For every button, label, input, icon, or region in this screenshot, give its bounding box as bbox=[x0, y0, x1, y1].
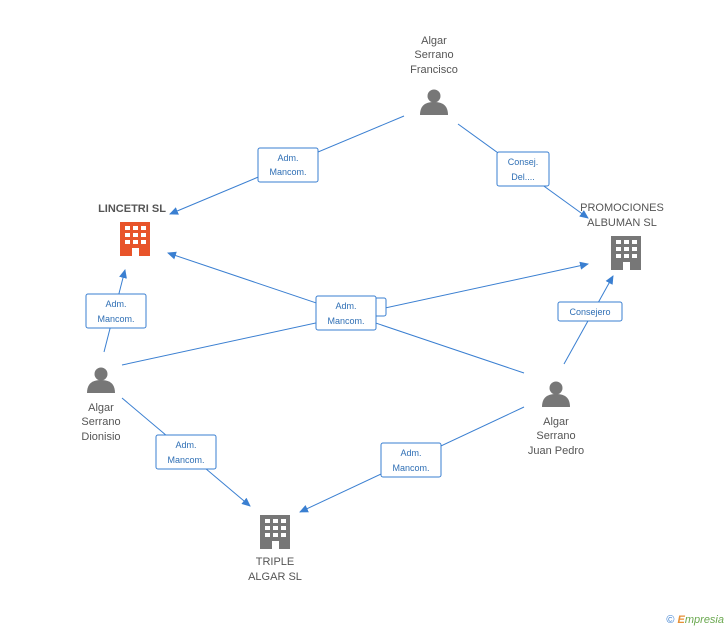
node-label-line: ALGAR SL bbox=[248, 571, 302, 583]
node-label-line: Serrano bbox=[414, 49, 453, 61]
building-icon bbox=[611, 236, 641, 270]
edge-label-francisco-promociones[interactable]: Consej. Del.... bbox=[496, 151, 550, 187]
edge-label-juanpedro-promociones[interactable]: Consejero bbox=[557, 301, 623, 322]
node-lincetri[interactable]: LINCETRI SL bbox=[98, 203, 166, 256]
edge-label-line: Adm. bbox=[335, 301, 356, 311]
building-icon bbox=[260, 515, 290, 549]
edge-label-line: Adm. bbox=[105, 299, 126, 309]
edge-label-dionisio-lincetri[interactable]: Adm. Mancom. bbox=[85, 293, 147, 329]
node-label-line: TRIPLE bbox=[256, 556, 295, 568]
node-dionisio[interactable]: Algar Serrano Dionisio bbox=[81, 367, 121, 444]
node-label-line: Algar bbox=[543, 416, 569, 428]
node-label-line: PROMOCIONES bbox=[580, 202, 664, 214]
person-icon bbox=[87, 367, 115, 393]
node-label-line: Serrano bbox=[536, 430, 575, 442]
edge-label-line: Adm. bbox=[175, 440, 196, 450]
edge-label-line: Mancom. bbox=[167, 455, 204, 465]
edge-label-line: Consejero bbox=[569, 307, 610, 317]
node-label-line: Francisco bbox=[410, 64, 458, 76]
node-label-line: Juan Pedro bbox=[528, 445, 584, 457]
edge-label-line: Adm. bbox=[400, 448, 421, 458]
node-triple[interactable]: TRIPLE ALGAR SL bbox=[248, 515, 302, 583]
edge-label-line: Del.... bbox=[511, 172, 535, 182]
brand-name: mpresia bbox=[684, 614, 724, 626]
node-francisco[interactable]: Algar Serrano Francisco bbox=[410, 35, 458, 115]
brand-initial: E bbox=[677, 614, 685, 626]
edge-label-line: Adm. bbox=[277, 153, 298, 163]
node-label-line: Algar bbox=[88, 402, 114, 414]
person-icon bbox=[420, 89, 448, 115]
node-label-line: Serrano bbox=[81, 416, 120, 428]
edge-label-line: Mancom. bbox=[269, 167, 306, 177]
node-label-line: LINCETRI SL bbox=[98, 203, 166, 215]
node-label-line: Dionisio bbox=[81, 431, 120, 443]
node-promociones[interactable]: PROMOCIONES ALBUMAN SL bbox=[580, 202, 664, 270]
node-juanpedro[interactable]: Algar Serrano Juan Pedro bbox=[528, 381, 584, 458]
edge-label-line: Mancom. bbox=[392, 463, 429, 473]
building-icon bbox=[120, 222, 150, 256]
copyright-symbol: © bbox=[666, 614, 675, 626]
edge-label-center-shared[interactable]: Adm. Mancom. bbox=[315, 295, 387, 331]
edge-label-francisco-lincetri[interactable]: Adm. Mancom. bbox=[257, 147, 319, 183]
edge-label-line: Consej. bbox=[508, 157, 539, 167]
person-icon bbox=[542, 381, 570, 407]
edge-label-dionisio-triple[interactable]: Adm. Mancom. bbox=[155, 434, 217, 470]
edge-label-juanpedro-triple[interactable]: Adm. Mancom. bbox=[380, 442, 442, 478]
edge-label-line: Mancom. bbox=[327, 316, 364, 326]
edge-label-line: Mancom. bbox=[97, 314, 134, 324]
node-label-line: ALBUMAN SL bbox=[587, 217, 657, 229]
node-label-line: Algar bbox=[421, 35, 447, 47]
brand-watermark: ©Empresia bbox=[666, 614, 724, 626]
